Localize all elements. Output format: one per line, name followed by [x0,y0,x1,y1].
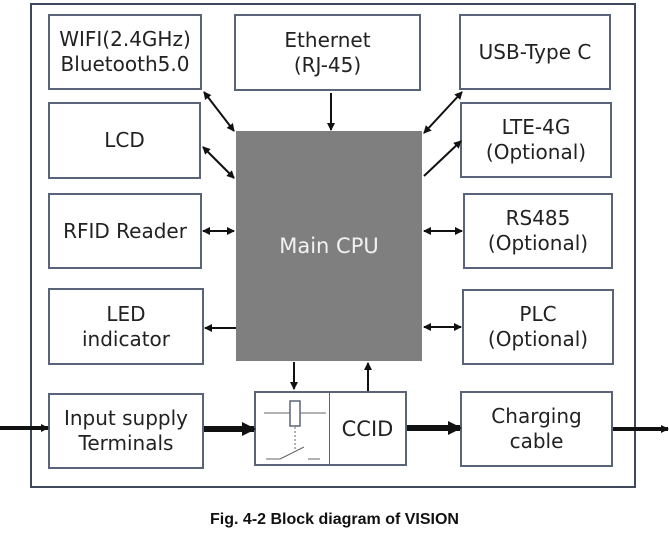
main-cpu-label: Main CPU [279,234,379,258]
ethernet-block: Ethernet (RJ-45) [234,14,421,91]
arrow-cpu-lte [423,140,462,177]
arrow-usb-cpu [423,91,463,134]
arrow-lcd-cpu [202,146,235,179]
relay-switch-icon [264,400,326,460]
led-indicator-block: LED indicator [48,288,204,365]
figure-caption: Fig. 4-2 Block diagram of VISION [210,511,459,528]
charging-cable-block: Charging cable [460,391,613,467]
rs485-block: RS485 (Optional) [463,193,613,269]
plc-block: PLC (Optional) [462,289,614,365]
lcd-block: LCD [48,102,201,179]
wifi-bluetooth-block: WIFI(2.4GHz) Bluetooth5.0 [48,14,202,90]
arrow-wifi-cpu [203,91,235,132]
rfid-reader-block: RFID Reader [48,193,202,269]
ccid-block: CCID [329,391,407,466]
device-boundary [30,3,636,488]
input-supply-terminals-block: Input supply Terminals [48,393,204,469]
ccid-label: CCID [341,416,394,441]
main-cpu-block: Main CPU [236,131,422,361]
lte-4g-block: LTE-4G (Optional) [460,102,612,178]
usb-type-c-block: USB-Type C [459,14,611,90]
